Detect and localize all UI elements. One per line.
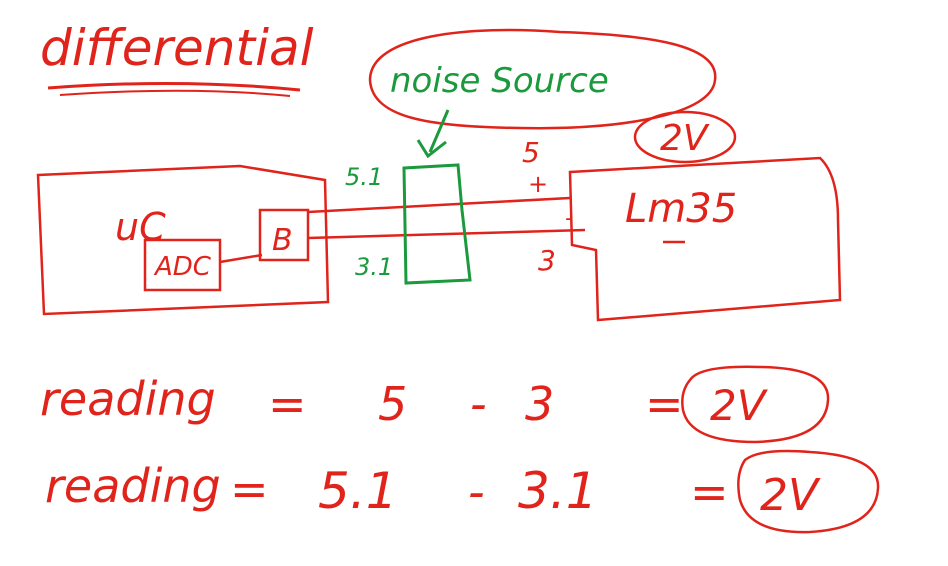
wire-bottom-clean-value: 3 [538,244,556,277]
mcu-label: uC [115,205,166,249]
equation-1-equals: = [268,377,307,431]
sensor-box [568,156,842,322]
equation-1-equals-2: = [645,377,684,431]
equation-2-b: 3.1 [518,462,598,520]
equation-1-b: 3 [525,377,554,431]
sensor-label: Lm35 [625,186,737,232]
noise-source-label: noise Source [390,61,609,101]
equation-1-op: - [470,377,487,431]
equation-2-equals-2: = [690,465,729,519]
wire-top-noisy-value: 5.1 [345,163,383,191]
wire-top-clean-value: 5 [522,136,540,169]
title-underline-2 [59,89,291,97]
equation-1-lhs: reading [40,372,216,426]
sensor-minus: - [565,206,573,231]
equation-row-2: reading = 5.1 - 3.1 = 2V [45,449,880,534]
adc-box [143,238,222,292]
equation-2-equals: = [230,462,269,516]
voltage-top-label: 2V [660,118,710,159]
equation-2-op: - [468,465,485,519]
result-circle-2 [737,449,880,534]
signal-wire-bottom [307,228,586,240]
mcu-box [36,164,330,316]
wire-bottom-noisy-value: 3.1 [355,253,393,281]
noise-coupling-box [402,163,472,285]
equation-row-1: reading = 5 - 3 = 2V [40,365,830,444]
sensor-plus: + [528,170,548,198]
title-differential: differential [40,19,314,77]
voltage-circle-top [633,110,737,164]
equation-1-result: 2V [710,381,769,430]
equation-1-a: 5 [378,377,407,431]
pin-box [258,208,310,262]
equation-2-lhs: reading [45,459,221,513]
title-underline [47,81,301,92]
adc-link-wire [219,253,263,264]
noise-arrow-shaft [428,109,450,153]
pin-label: B [272,223,293,258]
equation-2-a: 5.1 [318,462,398,520]
adc-label: ADC [153,252,212,282]
equation-2-result: 2V [760,470,821,521]
noise-source-bubble [368,28,717,130]
noise-arrow-head [416,139,447,159]
result-circle-1 [681,365,830,444]
signal-wire-top [307,196,571,214]
